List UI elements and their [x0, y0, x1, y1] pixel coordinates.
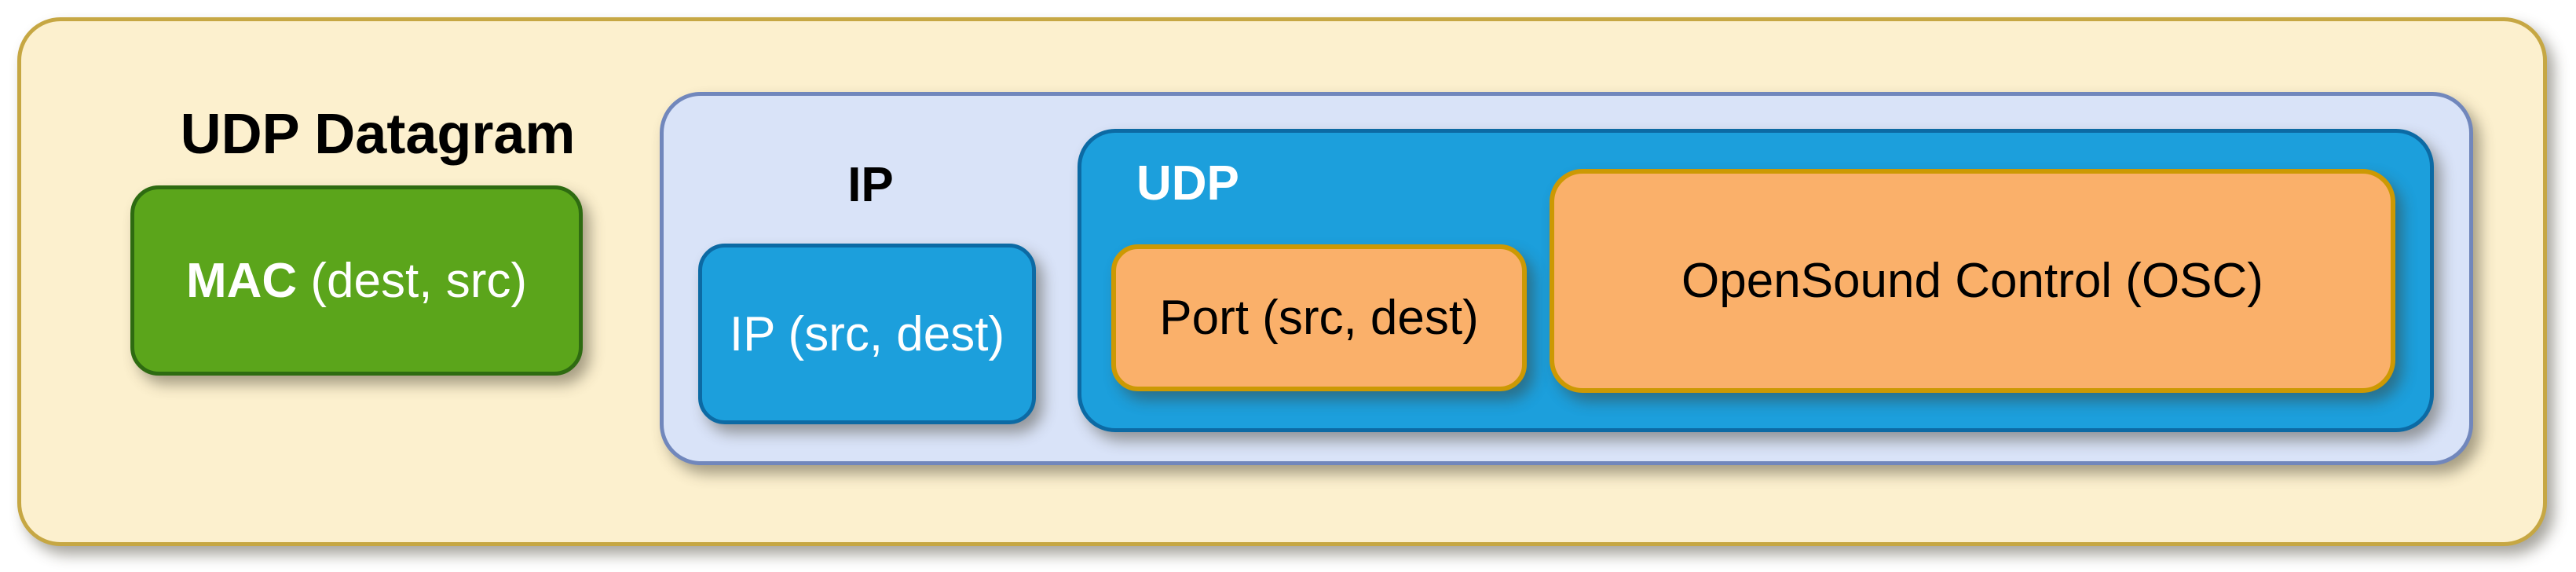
diagram-title: UDP Datagram: [180, 103, 576, 166]
mac-box-label-rest: (dest, src): [297, 253, 527, 308]
opensound-control-box: OpenSound Control (OSC): [1550, 169, 2395, 393]
ip-container-label: IP: [847, 158, 894, 212]
ip-src-dest-box: IP (src, dest): [698, 244, 1036, 424]
udp-container: UDP Port (src, dest) OpenSound Control (…: [1078, 129, 2434, 432]
udp-container-label: UDP: [1136, 156, 1239, 211]
ip-container: IP IP (src, dest) UDP Port (src, dest) O…: [660, 92, 2473, 465]
mac-box-label-bold: MAC: [185, 253, 298, 308]
mac-box: MAC (dest, src): [130, 185, 583, 376]
port-src-dest-box: Port (src, dest): [1111, 244, 1527, 391]
udp-datagram-frame: UDP Datagram MAC (dest, src) IP IP (src,…: [17, 17, 2547, 546]
